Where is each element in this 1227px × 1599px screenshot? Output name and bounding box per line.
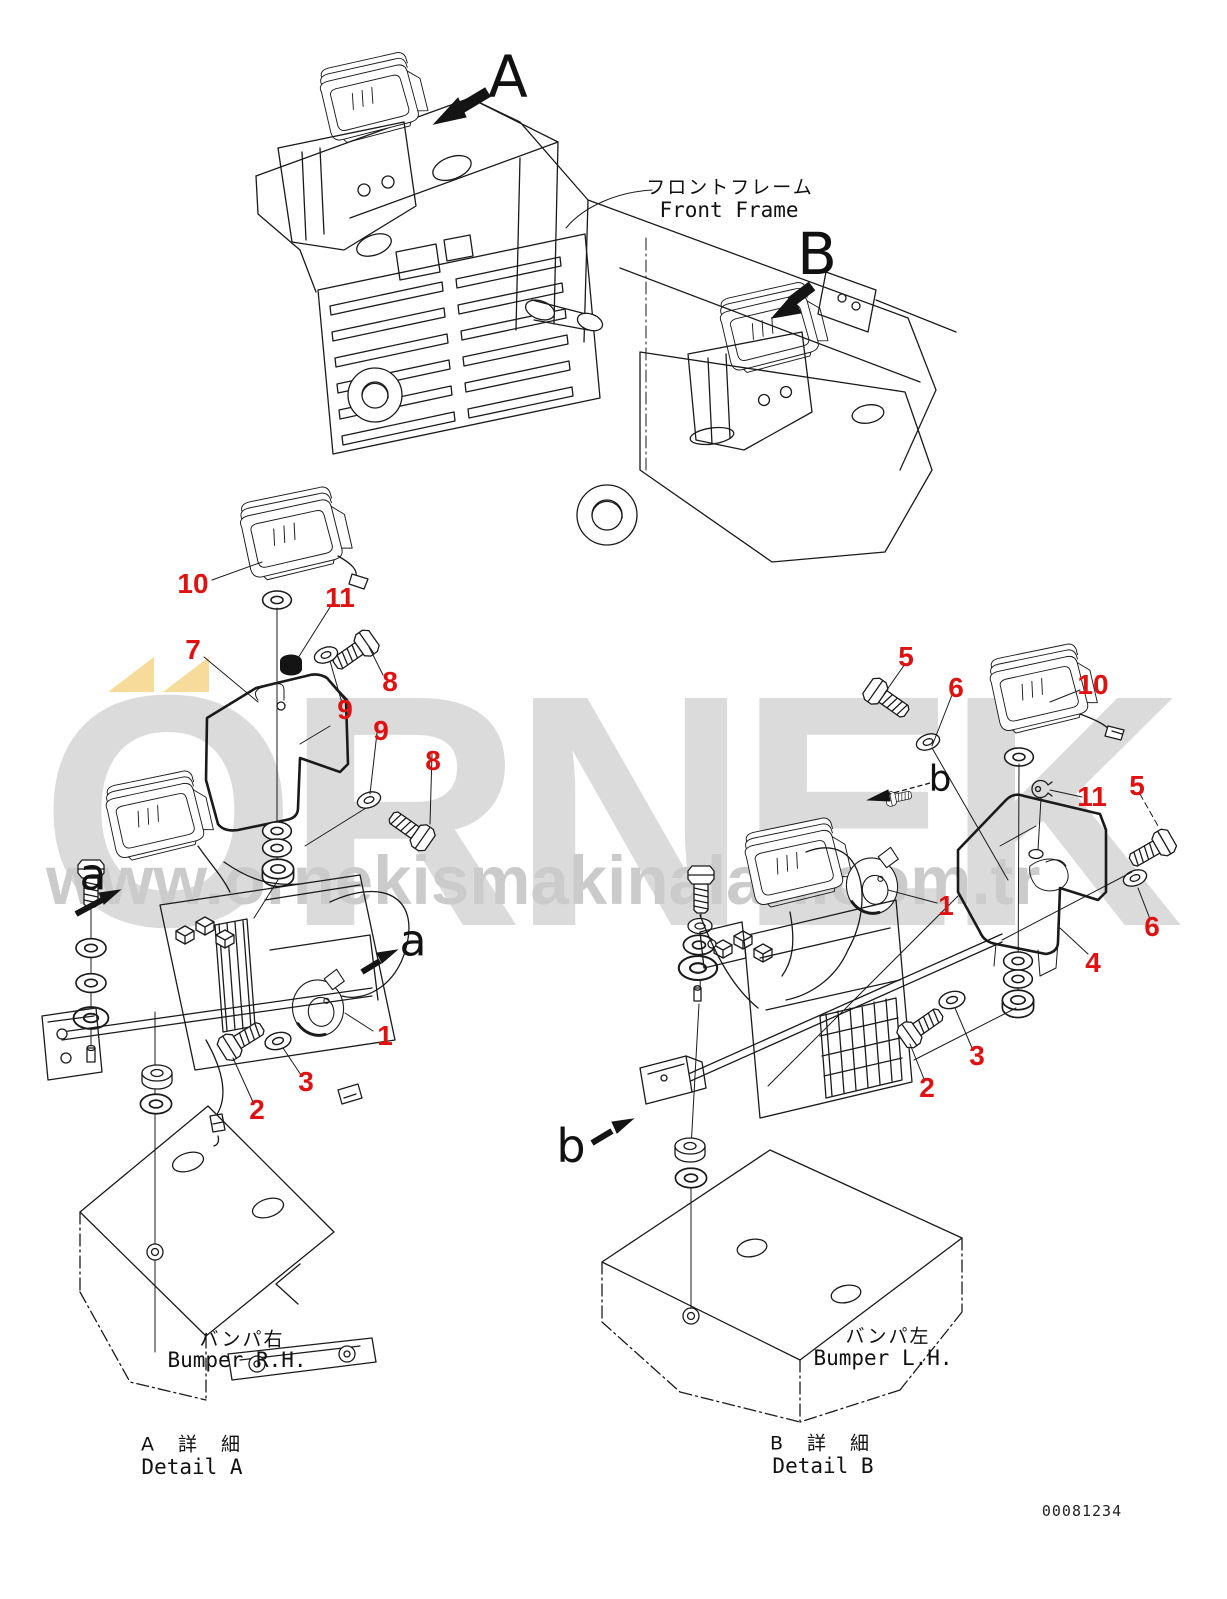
part-callout-3: 3 [298, 1066, 314, 1097]
part-callout-1: 1 [938, 890, 954, 921]
watermark-accent-triangle [163, 657, 209, 692]
part-callout-2: 2 [919, 1072, 935, 1103]
part-callout-8: 8 [382, 666, 398, 697]
bumper-rh-label-jp: バンパ右 [199, 1328, 285, 1351]
detail-a-drawing [41, 483, 439, 1401]
part-callout-5: 5 [1129, 770, 1145, 801]
part-callout-9: 9 [337, 694, 353, 725]
part-callout-2: 2 [249, 1094, 265, 1125]
bumper-lh-label-en: Bumper L.H. [813, 1346, 953, 1370]
callout-leader-lines [203, 561, 1159, 1103]
part-callout-6: 6 [948, 672, 964, 703]
front-frame-label-jp: フロントフレーム [646, 176, 814, 199]
view-ref-a: a [399, 915, 427, 967]
view-label-a: A [488, 43, 528, 111]
part-callout-3: 3 [969, 1040, 985, 1071]
part-callout-11: 11 [325, 582, 355, 613]
part-callout-6: 6 [1144, 911, 1160, 942]
bumper-rh-label-en: Bumper R.H. [167, 1348, 307, 1372]
part-callout-7: 7 [185, 634, 201, 665]
part-callout-10: 10 [177, 568, 209, 599]
part-callout-10: 10 [1077, 669, 1109, 700]
watermark-accent-triangle [108, 657, 154, 692]
front-frame-assembly-drawing [255, 48, 957, 563]
view-ref-b: b [928, 758, 952, 800]
part-callout-11: 11 [1077, 781, 1107, 812]
part-callout-8: 8 [425, 745, 441, 776]
view-ref-a: a [79, 849, 107, 901]
detail-a-heading-en: Detail A [141, 1455, 243, 1479]
part-callout-5: 5 [898, 641, 914, 672]
detail-b-drawing [601, 640, 1180, 1423]
view-ref-b: b [556, 1119, 586, 1173]
view-label-b: B [797, 220, 837, 288]
bumper-lh-label-jp: バンパ左 [845, 1325, 931, 1348]
watermark-brand: ORNEK [40, 626, 1184, 995]
detail-b-heading-jp: B 詳 細 [769, 1432, 879, 1455]
drawing-number: 00081234 [1041, 1502, 1123, 1520]
part-callout-4: 4 [1085, 947, 1101, 978]
detail-a-heading-jp: A 詳 細 [140, 1433, 250, 1456]
part-callout-9: 9 [373, 715, 389, 746]
detail-b-heading-en: Detail B [772, 1454, 874, 1478]
front-frame-label-en: Front Frame [659, 198, 799, 222]
view-direction-arrows [74, 87, 931, 1146]
part-callout-1: 1 [377, 1020, 393, 1051]
